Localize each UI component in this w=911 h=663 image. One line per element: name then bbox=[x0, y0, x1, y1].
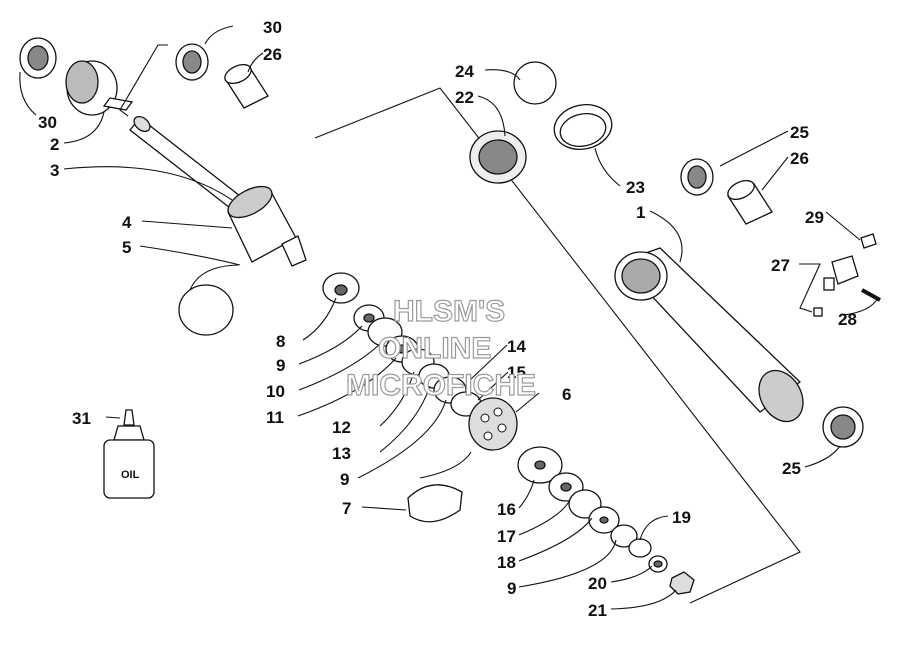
callout-13: 13 bbox=[332, 444, 351, 463]
callout-6: 6 bbox=[562, 385, 571, 404]
valve-27 bbox=[813, 255, 859, 317]
piston-ring-7 bbox=[407, 484, 463, 523]
screw-29 bbox=[860, 233, 877, 249]
bearing-22 bbox=[469, 130, 527, 184]
watermark-line-1: HLSM'S bbox=[393, 295, 505, 328]
callout-9-a: 9 bbox=[276, 356, 285, 375]
callout-31: 31 bbox=[72, 409, 91, 428]
piston-6 bbox=[468, 397, 518, 451]
callout-8: 8 bbox=[276, 332, 285, 351]
oil-label: OIL bbox=[121, 469, 140, 481]
callout-22: 22 bbox=[455, 88, 474, 107]
callout-15: 15 bbox=[507, 363, 526, 382]
sleeve-26-right bbox=[727, 179, 773, 225]
seal-head-4 bbox=[227, 185, 307, 267]
callout-10: 10 bbox=[266, 382, 285, 401]
callout-12: 12 bbox=[332, 418, 351, 437]
callout-25-top: 25 bbox=[790, 123, 809, 142]
watermark-line-3: MICROFICHE bbox=[346, 369, 536, 402]
callout-1: 1 bbox=[636, 203, 645, 222]
ring-23 bbox=[553, 104, 613, 150]
callout-28: 28 bbox=[838, 310, 857, 329]
callout-29: 29 bbox=[805, 208, 824, 227]
watermark: HLSM'S ONLINE MICROFICHE bbox=[345, 294, 536, 402]
bushing-25-bottom bbox=[822, 406, 864, 448]
callout-30-left: 30 bbox=[38, 113, 57, 132]
callout-23: 23 bbox=[626, 178, 645, 197]
shock-body-1 bbox=[614, 247, 804, 423]
bushing-30-top-left bbox=[19, 37, 57, 79]
callout-21: 21 bbox=[588, 601, 607, 620]
callout-26: 26 bbox=[263, 45, 282, 64]
callout-27: 27 bbox=[771, 256, 790, 275]
callout-16: 16 bbox=[497, 500, 516, 519]
callout-20: 20 bbox=[588, 574, 607, 593]
callout-5: 5 bbox=[122, 238, 131, 257]
callout-18: 18 bbox=[497, 553, 516, 572]
watermark-line-2: ONLINE bbox=[378, 332, 491, 365]
callout-19: 19 bbox=[672, 508, 691, 527]
cap-28 bbox=[861, 288, 881, 302]
callouts: 30 26 2 3 30 4 5 24 22 23 25 26 1 29 27 … bbox=[38, 18, 857, 620]
callout-9-c: 9 bbox=[507, 579, 516, 598]
oil-bottle-31: OIL bbox=[103, 409, 155, 499]
o-ring-5 bbox=[178, 284, 234, 336]
callout-11: 11 bbox=[266, 408, 284, 427]
washer-stack bbox=[322, 272, 482, 417]
callout-25-bottom: 25 bbox=[782, 459, 801, 478]
callout-26-right: 26 bbox=[790, 149, 809, 168]
assembly-outline bbox=[314, 87, 801, 604]
bushing-25-top bbox=[680, 158, 714, 196]
callout-24: 24 bbox=[455, 62, 474, 81]
sleeve-26-top bbox=[224, 63, 269, 109]
callout-30: 30 bbox=[263, 18, 282, 37]
callout-14: 14 bbox=[507, 337, 526, 356]
leader-lines bbox=[19, 25, 879, 610]
lower-washers bbox=[517, 446, 695, 595]
o-ring-24 bbox=[513, 61, 557, 105]
callout-2: 2 bbox=[50, 135, 59, 154]
bushing-30-top bbox=[175, 43, 209, 81]
callout-3: 3 bbox=[50, 161, 59, 180]
callout-7: 7 bbox=[342, 499, 351, 518]
callout-4: 4 bbox=[122, 213, 132, 232]
callout-17: 17 bbox=[497, 527, 516, 546]
callout-9-b: 9 bbox=[340, 470, 349, 489]
